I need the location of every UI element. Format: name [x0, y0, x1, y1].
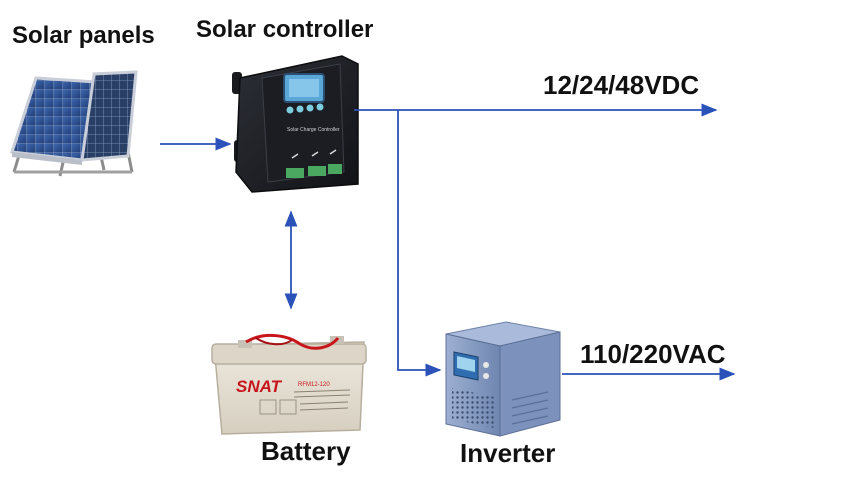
inverter-label: Inverter — [460, 438, 556, 468]
inverter-image — [445, 321, 561, 437]
solar-controller-label: Solar controller — [196, 16, 374, 43]
battery-label: Battery — [261, 436, 351, 466]
controller-caption: Solar Charge Controller — [287, 127, 340, 133]
battery-brand-logo: SNAT — [236, 377, 283, 396]
solar-controller-image — [232, 55, 359, 193]
battery-image — [211, 334, 367, 435]
controller-to-inverter-arrow — [397, 110, 442, 377]
solar-panels-label: Solar panels — [12, 22, 155, 49]
dc-output-label: 12/24/48VDC — [543, 70, 700, 100]
battery-model: RFM12-120 — [298, 382, 330, 388]
ac-output-label: 110/220VAC — [580, 339, 726, 369]
connection-lines — [160, 103, 736, 381]
solar-panels-image — [10, 70, 138, 177]
